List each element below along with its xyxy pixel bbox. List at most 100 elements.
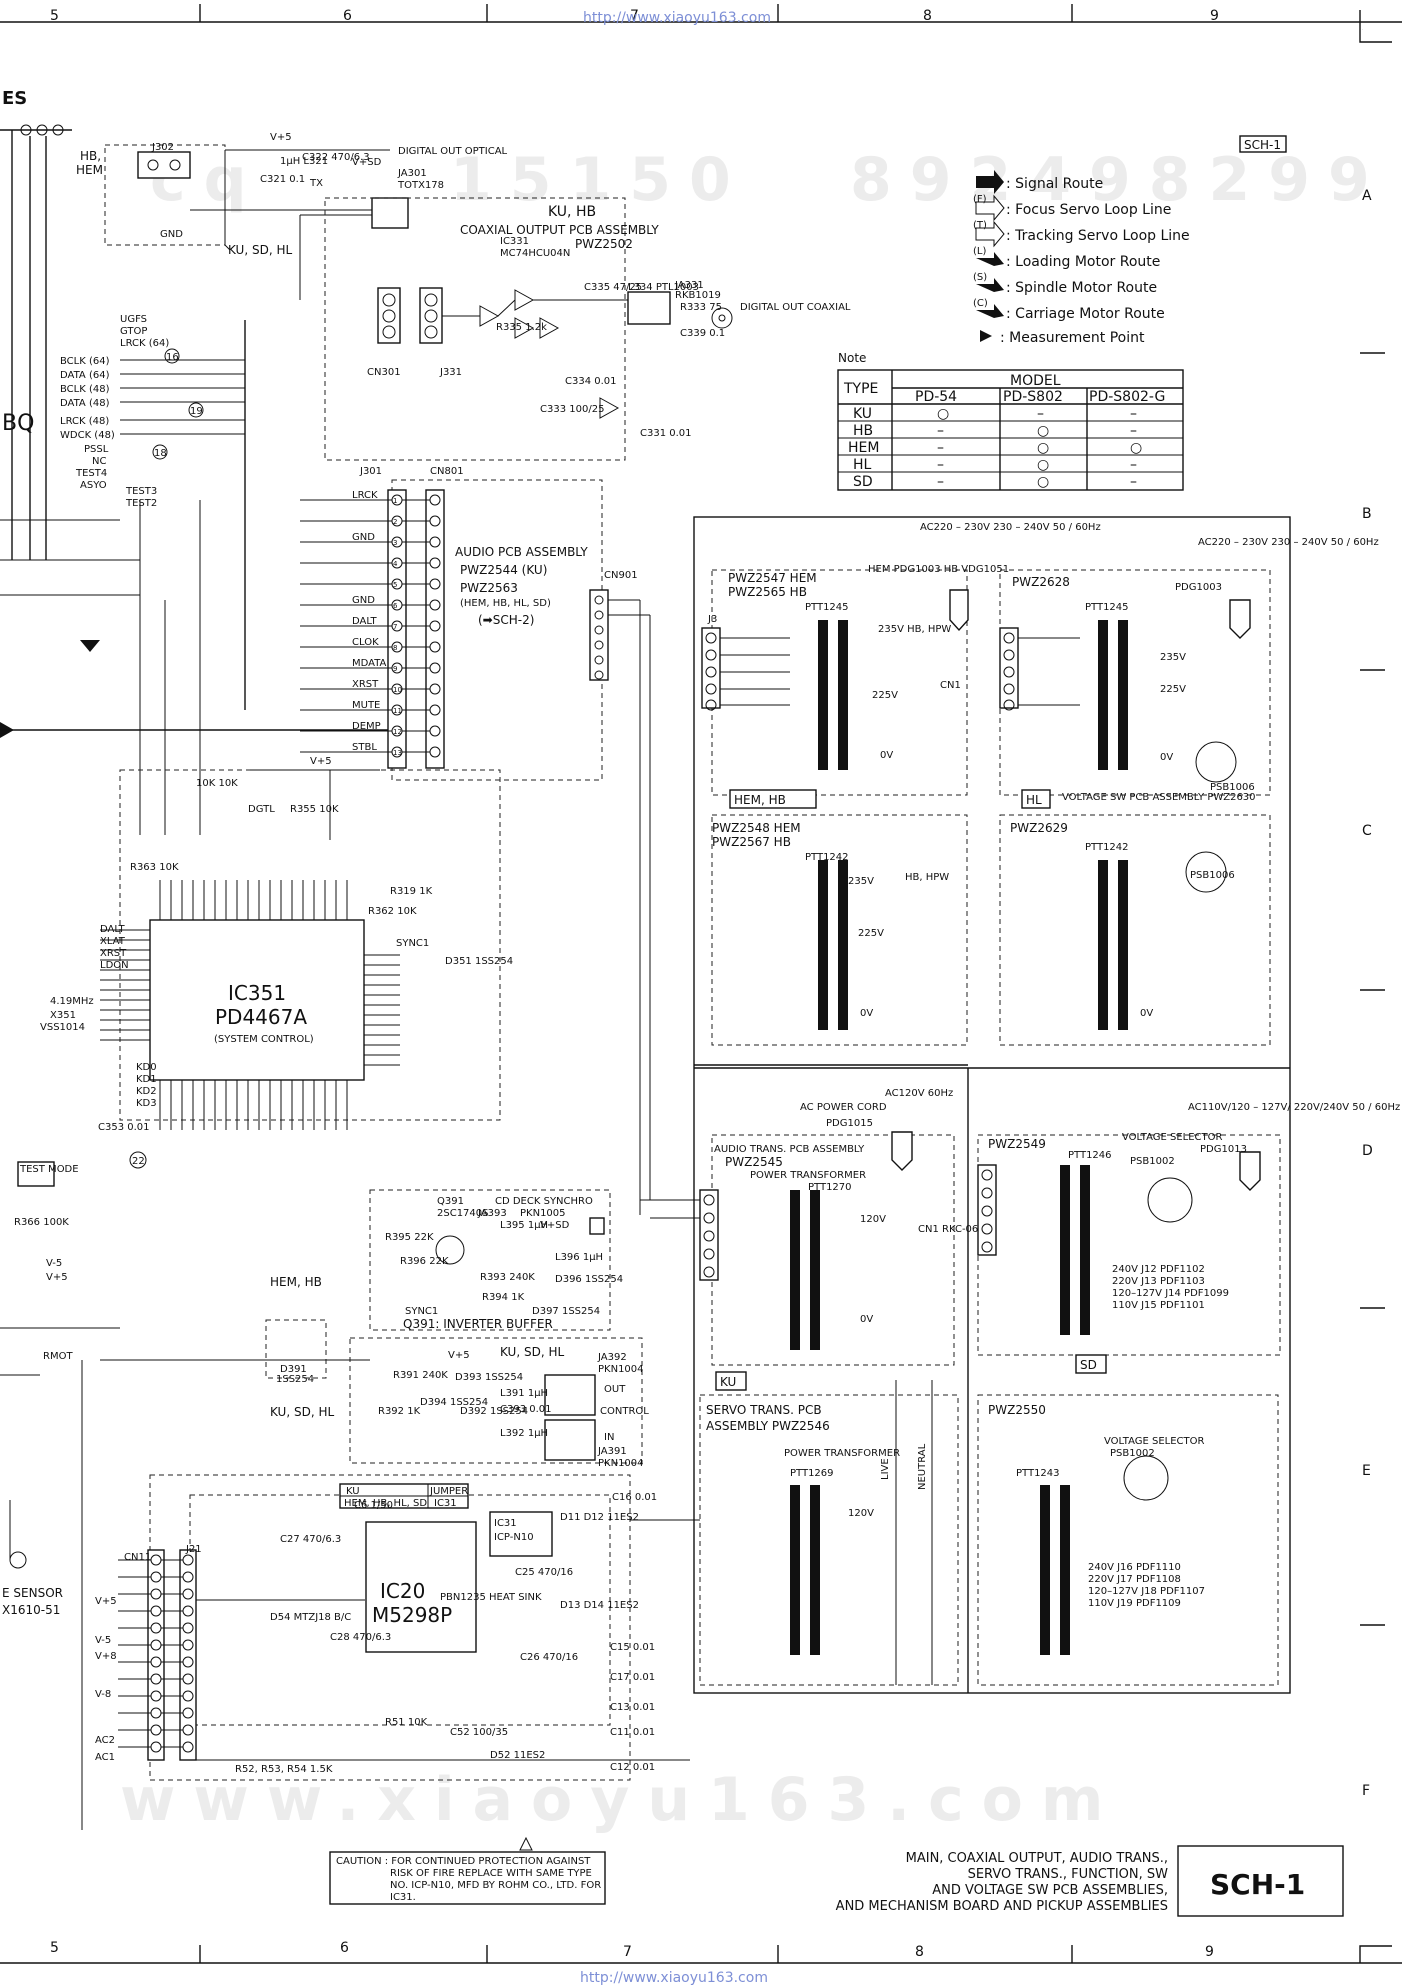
transformer-servo: SERVO TRANS. PCB ASSEMBLY PWZ2546 POWER … <box>699 1380 959 1686</box>
svg-text:V+5: V+5 <box>95 1596 117 1607</box>
sig-gtop: GTOP <box>120 326 147 337</box>
svg-text:D54 MTZJ18 B/C: D54 MTZJ18 B/C <box>270 1612 351 1623</box>
svg-text:V+SD: V+SD <box>352 157 382 168</box>
svg-text:(C): (C) <box>973 298 988 309</box>
sd-tap-1: 240V J12 PDF1102 <box>1112 1264 1205 1275</box>
ic20-name: IC20 <box>380 1579 425 1603</box>
row-hl-c2: ○ <box>1037 457 1049 473</box>
source-url-top[interactable]: http://www.xiaoyu163.com <box>583 10 771 26</box>
hem-hb-line2: PWZ2565 HB <box>728 585 807 599</box>
left-label-hb: HB, <box>80 149 101 163</box>
footer-title: MAIN, COAXIAL OUTPUT, AUDIO TRANS., SERV… <box>836 1845 1344 1917</box>
digital-out-optical: DIGITAL OUT OPTICAL <box>398 146 508 157</box>
ic351-block: IC351 PD4467A (SYSTEM CONTROL) 4.19MHz X… <box>40 756 513 1169</box>
svg-text:C334 0.01: C334 0.01 <box>565 376 617 387</box>
svg-text:C13 0.01: C13 0.01 <box>610 1702 655 1713</box>
optical-out-block: J302 GND KU, SD, HL V+5 1μH L321 C322 47… <box>104 132 508 300</box>
psb1-label: PSB1006 <box>1210 782 1255 793</box>
hem-hb2-line2: PWZ2567 HB <box>712 835 791 849</box>
svg-text:C28 470/6.3: C28 470/6.3 <box>330 1632 391 1643</box>
svg-text:C335 47/25: C335 47/25 <box>584 282 642 293</box>
transformer-hl: PWZ2628 PTT1245 PDG1003 AC220 – 230V 230… <box>999 537 1379 893</box>
grid-top-row: 5 6 7 8 9 <box>50 4 1219 24</box>
svg-text:19: 19 <box>190 406 203 417</box>
hl-tag: HL <box>1026 793 1042 807</box>
control-region: KU, SD, HL <box>500 1345 564 1359</box>
svg-text:C331 0.01: C331 0.01 <box>640 428 692 439</box>
legend-signal-route: : Signal Route <box>1006 176 1103 192</box>
ic351-part: PD4467A <box>215 1005 307 1029</box>
ja392-type: PKN1004 <box>598 1364 644 1375</box>
x1610-label: X1610-51 <box>2 1603 60 1617</box>
caution-l4: IC31. <box>390 1892 416 1903</box>
j301-pin-number: 6 <box>393 602 398 610</box>
svg-text:R393 240K: R393 240K <box>480 1272 535 1283</box>
sd-tap-4: 110V J15 PDF1101 <box>1112 1300 1205 1311</box>
svg-text:KD3: KD3 <box>136 1098 157 1109</box>
grid-bottom-6: 6 <box>340 1940 349 1956</box>
col-pds802: PD-S802 <box>1003 389 1063 405</box>
hem-hb2-ptt: PTT1242 <box>805 852 849 863</box>
svg-text:18: 18 <box>154 448 167 459</box>
j301-signal-label: MDATA <box>352 658 387 669</box>
svg-text:R366 100K: R366 100K <box>14 1217 69 1228</box>
svg-text:(S): (S) <box>973 272 987 283</box>
legend-spindle: : Spindle Motor Route <box>1006 280 1157 296</box>
left-label-bq: BQ <box>2 411 34 436</box>
pwz2550-tap-2: 220V J17 PDF1108 <box>1088 1574 1181 1585</box>
svg-text:C6 1/50: C6 1/50 <box>354 1500 393 1511</box>
hem-hb-ptt: PTT1245 <box>805 602 849 613</box>
svg-text:R392 1K: R392 1K <box>378 1406 421 1417</box>
svg-text:C52 100/35: C52 100/35 <box>450 1727 508 1738</box>
footer-line2: SERVO TRANS., FUNCTION, SW <box>968 1867 1169 1882</box>
sig-pssl: PSSL <box>84 444 109 455</box>
sheet-tag: SCH-1 <box>1244 138 1281 152</box>
row-sd-c1: – <box>937 474 944 490</box>
ku-cord: AC POWER CORD <box>800 1102 887 1113</box>
ja331-label: JA331 <box>674 280 704 291</box>
jumper-r1: HEM, HB, HL, SD <box>344 1498 427 1509</box>
mid-signal-labels: BCLK (64) DATA (64) BCLK (48) DATA (48) … <box>0 314 390 835</box>
caution-note: CAUTION : FOR CONTINUED PROTECTION AGAIN… <box>329 1836 606 1905</box>
spindle-arrow-icon <box>976 278 1004 292</box>
row-hem-c3: ○ <box>1130 440 1142 456</box>
audio-pcb-block: J301 CN801 1LRCK23GND456GND7DALT8CLOK9MD… <box>300 466 651 1215</box>
control-jack-block: KU, SD, HL JA392 PKN1004 OUT CONTROL IN … <box>349 1337 649 1469</box>
cd-deck-synchro-block: CD DECK SYNCHRO JA393 PKN1005 Q391 2SC17… <box>369 1189 623 1331</box>
j302-label: J302 <box>151 142 174 153</box>
hem-hb-label: HEM, HB <box>270 1275 322 1289</box>
svg-text:XLAT: XLAT <box>100 936 126 947</box>
col-pds802g: PD-S802-G <box>1089 389 1165 405</box>
tracking-arrow-icon <box>975 220 1005 248</box>
caution-head: CAUTION : FOR CONTINUED PROTECTION AGAIN… <box>336 1856 591 1867</box>
coaxial-out-label: DIGITAL OUT COAXIAL <box>740 302 851 313</box>
sig-test3: TEST3 <box>125 486 157 497</box>
svg-text:C16 0.01: C16 0.01 <box>612 1492 657 1503</box>
note-label: Note <box>838 351 866 365</box>
svg-text:D392 1SS254: D392 1SS254 <box>460 1406 528 1417</box>
row-hem-type: HEM <box>848 440 879 456</box>
ku-line2: PWZ2545 <box>725 1155 783 1169</box>
hem-hb-tag: HEM, HB <box>734 793 786 807</box>
servo-ptt: PTT1269 <box>790 1468 834 1479</box>
svg-text:LDON: LDON <box>100 960 129 971</box>
sig-ugfs: UGFS <box>120 314 147 325</box>
inverter-buffer: Q391: INVERTER BUFFER <box>403 1317 553 1331</box>
source-url-bottom[interactable]: http://www.xiaoyu163.com <box>580 1970 768 1985</box>
transformer-pwz2550: PWZ2550 VOLTAGE SELECTOR PSB1002 PTT1243… <box>977 1394 1279 1686</box>
svg-text:V+SD: V+SD <box>540 1220 570 1231</box>
signal-route-arrow-icon <box>976 170 1004 194</box>
hem-hb2-v2: 225V <box>858 928 884 939</box>
pwz2550-tap-4: 110V J19 PDF1109 <box>1088 1598 1181 1609</box>
svg-text:V+5: V+5 <box>270 132 292 143</box>
j301-signal-label: GND <box>352 595 375 606</box>
j301-pin-number: 12 <box>393 728 402 736</box>
legend-measurement: : Measurement Point <box>1000 330 1145 346</box>
svg-text:C12 0.01: C12 0.01 <box>610 1762 655 1773</box>
e-sensor-label: E SENSOR <box>2 1586 63 1600</box>
ku-v2: 0V <box>860 1314 873 1325</box>
svg-text:C333 100/25: C333 100/25 <box>540 404 604 415</box>
out-label: OUT <box>604 1384 626 1395</box>
legend: : Signal Route (F) : Focus Servo Loop Li… <box>973 170 1190 346</box>
psb2-label: PSB1006 <box>1190 870 1235 881</box>
